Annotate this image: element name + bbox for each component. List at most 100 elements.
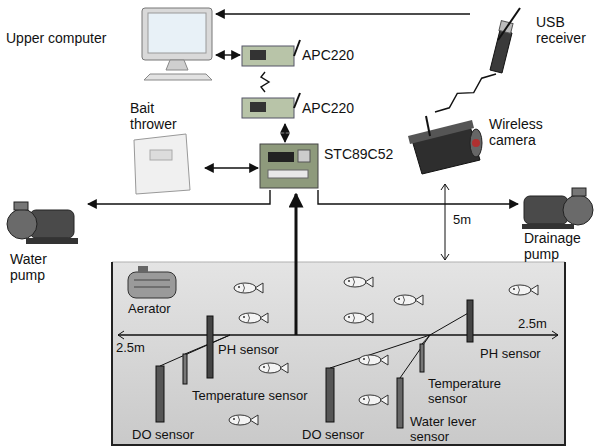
camera-node: Wireless camera xyxy=(405,112,570,180)
sensor-label: PH sensor xyxy=(480,346,541,361)
temperature-probe xyxy=(183,354,187,384)
pump-head xyxy=(7,209,37,239)
camera-lens xyxy=(470,129,482,157)
fish xyxy=(394,295,423,305)
sensor-label: DO sensor xyxy=(302,427,364,442)
fish xyxy=(259,363,288,373)
chip xyxy=(250,102,266,112)
chip xyxy=(250,50,266,60)
mcu-chip xyxy=(268,152,294,162)
radio-module-node: APC220 xyxy=(240,38,356,72)
camera-hood xyxy=(408,120,474,144)
pump-base xyxy=(26,238,78,244)
temperature-probe xyxy=(420,344,424,372)
ph-probe xyxy=(207,316,213,378)
monitor-frame xyxy=(142,8,212,60)
drainage-pump-icon xyxy=(522,188,593,229)
module-board xyxy=(242,98,294,118)
sensor-label: PH sensor xyxy=(218,342,279,357)
node-label: STC89C52 xyxy=(324,146,393,162)
bait-thrower-icon xyxy=(134,134,190,194)
aerator-nozzle xyxy=(138,266,148,272)
signal-arrow xyxy=(318,190,518,204)
usb-receiver-icon xyxy=(490,8,520,73)
node-label: Water pump xyxy=(10,251,70,283)
computer-node: Upper computer xyxy=(4,4,216,84)
signal-arrow xyxy=(88,190,270,204)
fish xyxy=(509,285,538,295)
sensor-bus xyxy=(118,334,558,336)
sensor-label: DO sensor xyxy=(132,427,194,442)
pump-outlet xyxy=(572,188,586,196)
apc220-module-icon xyxy=(242,93,300,118)
pond-wall xyxy=(112,262,565,445)
dimension-arrowheads xyxy=(441,184,449,260)
thrower-housing xyxy=(134,134,190,194)
dimension-label: 2.5m xyxy=(116,340,145,355)
antenna xyxy=(498,8,520,40)
fish xyxy=(344,277,373,287)
node-label: APC220 xyxy=(302,100,354,116)
water-level-probe xyxy=(397,378,403,428)
antenna xyxy=(294,93,300,108)
sensor-label: Temperature sensor xyxy=(428,376,512,406)
fish xyxy=(234,283,263,293)
camera-icon xyxy=(408,116,482,174)
water-surface xyxy=(112,262,565,263)
signal-arrow xyxy=(216,13,470,14)
pump-head xyxy=(563,195,593,225)
lens-glass xyxy=(472,139,480,147)
controller-node: STC89C52 xyxy=(258,142,398,190)
aerator-grille xyxy=(134,287,170,288)
monitor-screen xyxy=(148,13,206,53)
usb-receiver-node: USB receiver xyxy=(470,2,600,74)
keyboard xyxy=(144,74,212,80)
pump-node: Drainage pump xyxy=(518,184,600,264)
do-probe xyxy=(156,366,164,422)
pump-node: Water pump xyxy=(2,195,88,290)
aerator-grille xyxy=(134,280,170,281)
antenna xyxy=(294,40,300,56)
signal-arrow xyxy=(284,124,285,142)
fish xyxy=(239,313,268,323)
dimension-line xyxy=(445,184,446,260)
signal-arrow xyxy=(205,167,258,168)
part-label: Aerator xyxy=(128,301,171,316)
pump-base xyxy=(522,224,574,229)
node-label: Wireless camera xyxy=(489,116,565,148)
thrower-outlet xyxy=(150,150,172,160)
aerator-body xyxy=(128,272,176,298)
water-pump-icon xyxy=(7,202,78,244)
node-label: APC220 xyxy=(302,47,354,63)
pump-motor xyxy=(524,196,568,224)
aerator-icon xyxy=(128,266,176,298)
node-label: Drainage pump xyxy=(524,230,596,262)
dimension-label: 2.5m xyxy=(518,316,547,331)
board-header xyxy=(268,170,308,178)
sensor-wire xyxy=(330,312,470,378)
sensor-label: Water lever sensor xyxy=(410,414,494,444)
camera-antenna xyxy=(426,116,430,136)
dimension-label: 5m xyxy=(451,212,473,227)
controller-board-icon xyxy=(260,144,318,188)
pond-water xyxy=(112,262,565,446)
fish xyxy=(359,355,388,365)
board-part xyxy=(298,150,310,162)
sensor-label: Temperature sensor xyxy=(192,388,308,403)
do-probe xyxy=(326,368,334,422)
wireless-link xyxy=(261,72,269,92)
apc220-module-icon xyxy=(242,40,300,66)
ph-probe xyxy=(467,300,473,342)
node-label: USB receiver xyxy=(536,14,596,46)
sensor-signal-arrow xyxy=(295,194,298,335)
radio-module-node: APC220 xyxy=(240,92,356,124)
fish xyxy=(359,395,388,405)
fish xyxy=(229,415,258,425)
monitor-stand xyxy=(166,60,188,70)
monitor-icon xyxy=(142,8,212,80)
pump-outlet xyxy=(14,202,28,210)
